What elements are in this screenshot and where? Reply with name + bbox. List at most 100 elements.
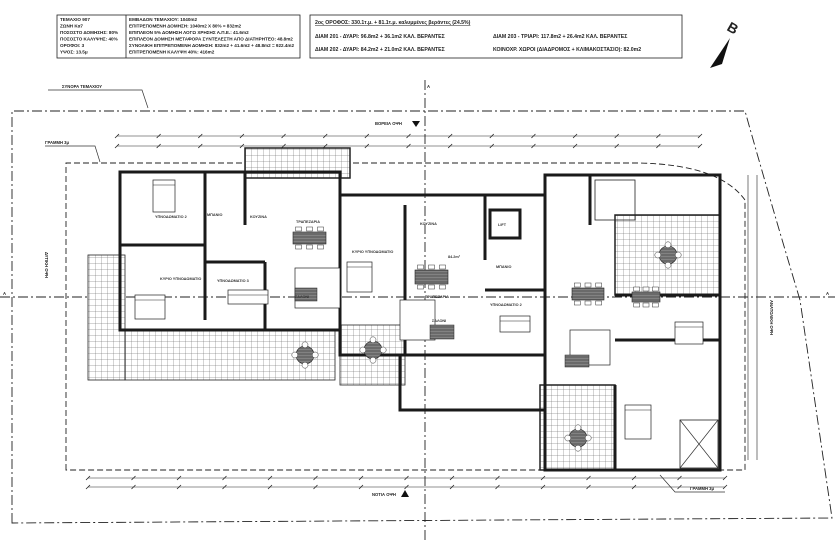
dimension-tick (406, 143, 411, 149)
dimension-tick (85, 484, 91, 490)
area-calc-row: ΕΠΙΤΡΕΠΟΜΕΝΗ ΔΟΜΗΣΗ: 1040m2 X 80% = 832m… (129, 24, 242, 29)
dining-table (571, 287, 605, 301)
chair (417, 284, 424, 290)
site-data-row: ΤΕΜΑΧΙΟ 907 (60, 17, 90, 22)
chair (439, 264, 446, 270)
floor-areas-title: 2ος ΟΡΟΦΟΣ: 330.1τ.μ. + 81.1τ.μ. καλυμμέ… (315, 20, 471, 26)
dimension-tick (239, 143, 245, 149)
plot-boundary-line (11, 110, 833, 524)
room-label: ΚΟΥΖΙΝΑ (420, 222, 437, 226)
dimension-tick (631, 484, 637, 490)
chair (317, 244, 324, 250)
dimension-tick (156, 143, 161, 149)
dimension-tick (404, 484, 409, 490)
area-calc-row: ΕΠΙΠΛΕΟΝ 5% ΔΟΜΗΣΗ ΛΟΓΩ ΧΡΗΣΗΣ Α.Π.Ε.: 4… (129, 30, 249, 35)
chair (301, 361, 309, 369)
dimension-tick (586, 475, 591, 481)
dimension-tick (489, 133, 495, 139)
dimension-tick (176, 475, 182, 481)
chair (317, 226, 324, 232)
dimension-tick (358, 484, 364, 490)
room-label: ΣΑΛΟΝΙ (295, 295, 309, 299)
room-label: ΥΠΝΟΔΩΜΑΤΙΟ 3 (217, 279, 249, 283)
dimension-tick (447, 143, 453, 149)
chair (664, 241, 672, 249)
dimension-tick (358, 475, 364, 481)
site-data-row: ΠΟΣΟΣΤΟ ΚΑΛΥΨΗΣ: 40% (60, 37, 118, 42)
bed (499, 315, 531, 333)
chair (584, 300, 592, 306)
common-areas: ΚΟΙΝΟΧΡ. ΧΩΡΟΙ (ΔΙΑΔΡΟΜΟΣ + ΚΛΙΜΑΚΟΣΤΑΣΙ… (493, 47, 641, 53)
dimension-tick (614, 133, 619, 139)
dimension-tick (540, 484, 546, 490)
north-arrow-icon: B (710, 18, 741, 68)
chair (674, 251, 682, 259)
round-table (295, 345, 315, 365)
dimension-tick (489, 143, 495, 149)
dimension-tick (222, 475, 227, 481)
dimension-tick (722, 484, 728, 490)
setback-label-top: ΓΡΑΜΜΗ 3μ (45, 140, 70, 145)
dimension-tick (697, 143, 703, 149)
dimension-tick (267, 475, 273, 481)
dimension-tick (572, 133, 578, 139)
dimension-tick (540, 475, 546, 481)
setback-line (65, 162, 746, 471)
south-view-label: ΝΟΤΙΑ ΟΨΗ (372, 492, 396, 497)
dimension-tick (156, 133, 161, 139)
round-table (568, 428, 588, 448)
room-label: ΜΠΑΝΙΟ (496, 265, 511, 269)
dimension-lines (85, 133, 758, 490)
room-label: ΤΡΑΠΕΖΑΡΙΑ (296, 220, 320, 224)
dimension-tick (222, 484, 227, 490)
dimension-tick (722, 475, 728, 481)
chair (379, 346, 387, 354)
dimension-tick (176, 484, 182, 490)
chair (642, 286, 650, 292)
setback-label-bottom: ΓΡΑΜΜΗ 3μ (690, 486, 715, 491)
area-calc-row: ΣΥΝΟΛΙΚΗ ΕΠΙΤΡΕΠΟΜΕΝΗ ΔΟΜΗΣΗ: 832m2 + 41… (129, 43, 294, 48)
chair (295, 244, 302, 250)
bed (152, 179, 176, 213)
dimension-tick (114, 143, 120, 149)
chair (652, 302, 659, 308)
room-label: ΤΡΑΠΕΖΑΡΙΑ (425, 295, 449, 299)
room-label: ΚΟΥΖΙΝΑ (250, 215, 267, 219)
dimension-tick (364, 143, 370, 149)
dimension-tick (131, 475, 136, 481)
room-label: ΚΥΡΙΟ ΥΠΝΟΔΩΜΑΤΙΟ (352, 250, 393, 254)
chair (642, 302, 650, 308)
lift-label: LIFT (498, 223, 507, 227)
walls (118, 170, 722, 472)
chair (428, 264, 435, 270)
dimension-tick (614, 143, 619, 149)
dimension-tick (447, 133, 453, 139)
chair (595, 300, 602, 306)
dining-table (414, 269, 449, 285)
dimension-tick (697, 133, 703, 139)
bed (227, 289, 269, 305)
apartment-203-area: ΔΙΑΜ 203 - ΤΡΙΑΡΙ: 117.8m2 + 26.4m2 ΚΑΛ.… (493, 34, 627, 40)
floor-areas-table: 2ος ΟΡΟΦΟΣ: 330.1τ.μ. + 81.1τ.μ. καλυμμέ… (309, 14, 683, 59)
site-data-row: ΖΩΝΗ Κα7 (60, 24, 83, 29)
north-view-arrow-icon (412, 121, 420, 127)
chair (369, 336, 377, 344)
dimension-tick (406, 133, 411, 139)
room-label: ΣΑΛΟΝΙ (432, 319, 446, 323)
dimension-tick (85, 475, 91, 481)
dimension-tick (631, 475, 637, 481)
chair (301, 341, 309, 349)
dimension-tick (404, 475, 409, 481)
chair (306, 226, 313, 232)
furniture (134, 179, 704, 452)
dimension-tick (677, 484, 682, 490)
dining-table (631, 291, 661, 303)
site-data-row: ΟΡΟΦΟΙ: 3 (60, 43, 85, 48)
bed (624, 404, 652, 440)
dimension-tick (572, 143, 578, 149)
dimension-tick (131, 484, 136, 490)
dimension-tick (239, 133, 245, 139)
room-labels: ΥΠΝΟΔΩΜΑΤΙΟ 2 ΜΠΑΝΙΟ ΚΟΥΖΙΝΑ ΤΡΑΠΕΖΑΡΙΑ … (155, 213, 522, 323)
chair (306, 244, 313, 250)
